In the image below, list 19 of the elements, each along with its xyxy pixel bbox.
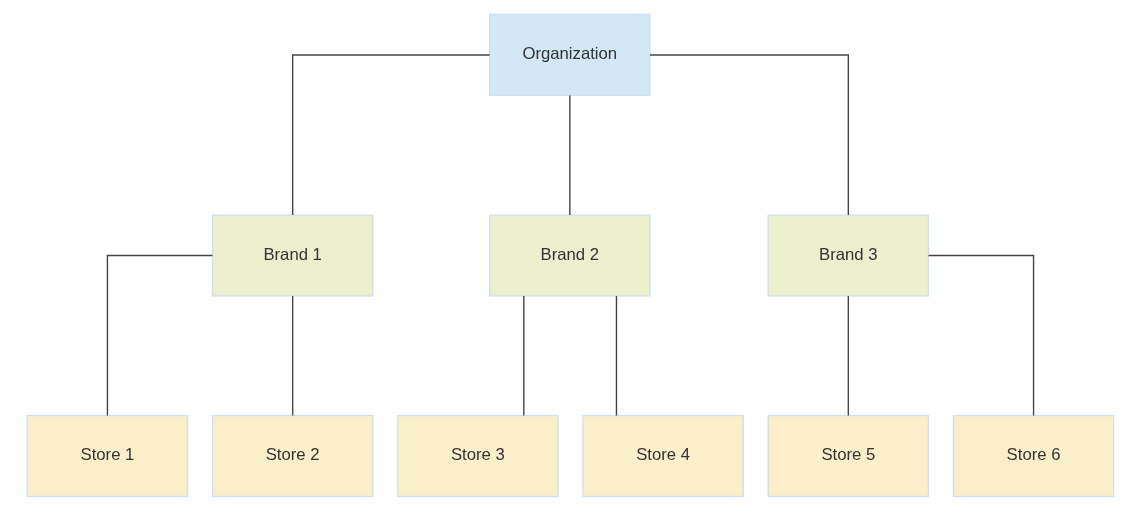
- node-box: Store 2: [211, 414, 374, 497]
- node-box: Store 3: [397, 414, 559, 497]
- connector: [106, 254, 214, 416]
- node-box: Organization: [489, 13, 651, 96]
- node-box: Store 1: [26, 414, 189, 497]
- connector: [291, 53, 491, 216]
- node-box: Brand 2: [489, 213, 651, 297]
- connector: [649, 53, 850, 216]
- connector: [847, 294, 850, 416]
- node-box: Store 5: [767, 414, 930, 497]
- node-box: Store 6: [952, 414, 1115, 497]
- node-box: Store 4: [582, 414, 744, 497]
- node-box: Brand 1: [211, 213, 374, 297]
- connector: [615, 294, 618, 416]
- connector: [927, 254, 1035, 416]
- connector: [523, 294, 525, 416]
- connector: [569, 94, 571, 216]
- node-box: Brand 3: [767, 213, 930, 297]
- connector: [291, 294, 294, 416]
